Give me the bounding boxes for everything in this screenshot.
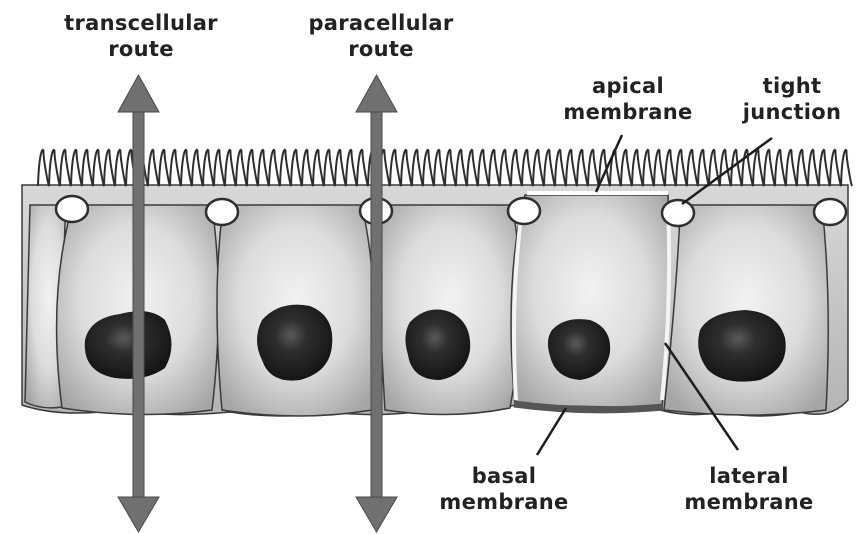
label-line: apical: [548, 73, 708, 99]
lateral-membrane-label: lateral membrane: [664, 463, 834, 515]
label-line: paracellular: [286, 10, 476, 36]
tight-junction-6: [814, 199, 846, 225]
label-line: route: [286, 36, 476, 62]
label-line: membrane: [424, 489, 584, 515]
label-line: route: [41, 36, 241, 62]
label-line: basal: [424, 463, 584, 489]
label-line: junction: [728, 99, 856, 125]
label-line: membrane: [548, 99, 708, 125]
cell-6: [664, 205, 828, 415]
paracellular-route-label: paracellular route: [286, 10, 476, 62]
tight-junction-2: [206, 199, 238, 225]
tight-junction-5: [662, 200, 694, 226]
label-line: tight: [728, 73, 856, 99]
label-line: transcellular: [41, 10, 241, 36]
apical-membrane-label: apical membrane: [548, 73, 708, 125]
cell-4: [380, 205, 521, 415]
tight-junction-1: [56, 196, 88, 222]
nucleus-3: [405, 310, 470, 380]
tight-junction-label: tight junction: [728, 73, 856, 125]
nucleus-5: [698, 310, 786, 382]
basal-membrane-label: basal membrane: [424, 463, 584, 515]
tight-junction-4: [508, 198, 540, 224]
label-line: lateral: [664, 463, 834, 489]
nucleus-2: [257, 305, 332, 381]
basal-leader-line: [537, 408, 566, 455]
label-line: membrane: [664, 489, 834, 515]
transcellular-route-label: transcellular route: [41, 10, 241, 62]
